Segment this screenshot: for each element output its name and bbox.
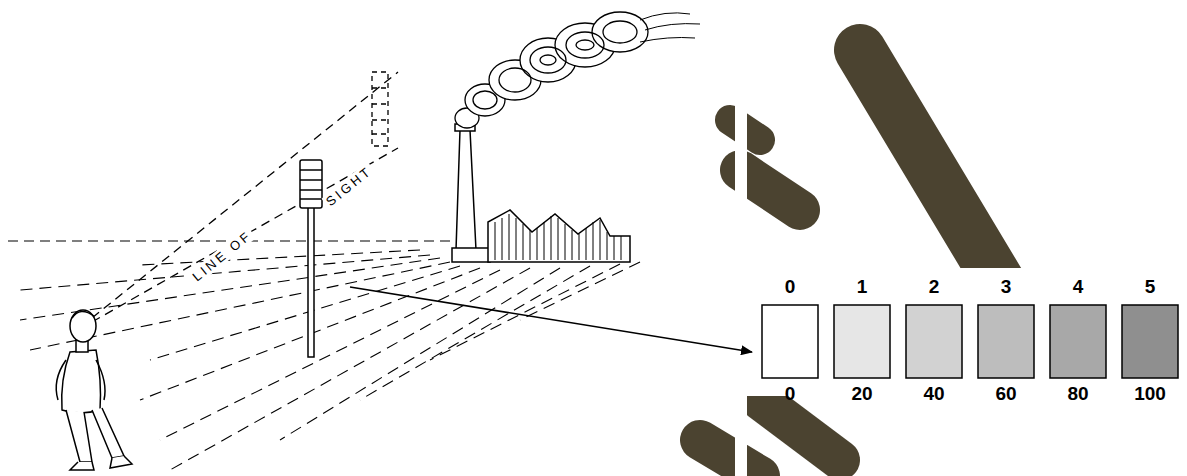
rung xyxy=(372,103,388,104)
hair xyxy=(72,311,94,318)
percent-label: 80 xyxy=(1067,383,1088,405)
ground-line xyxy=(520,262,640,320)
percent-label: 40 xyxy=(923,383,944,405)
rung xyxy=(300,189,322,191)
smokestack xyxy=(456,130,476,250)
shade-number: 3 xyxy=(1001,276,1012,298)
sight-label: LINE OF xyxy=(188,226,256,285)
ground-line xyxy=(160,270,500,440)
head xyxy=(70,310,96,342)
line-of-sight xyxy=(92,72,398,322)
shade-square xyxy=(978,305,1034,378)
mask xyxy=(735,0,747,476)
rung xyxy=(372,133,388,134)
shade-square xyxy=(1122,305,1178,378)
projected-chart-frame xyxy=(372,72,388,146)
rung xyxy=(372,87,388,88)
ground-line xyxy=(140,250,420,265)
rung xyxy=(300,198,322,200)
factory-building xyxy=(488,210,630,262)
percent-label: 0 xyxy=(785,383,796,405)
ground-line xyxy=(280,268,560,440)
chart-frame xyxy=(300,160,322,208)
shade-square xyxy=(906,305,962,378)
shade-number: 4 xyxy=(1073,276,1084,298)
chart-post xyxy=(300,160,322,357)
smoke-curl xyxy=(499,68,531,92)
bar xyxy=(860,50,1010,300)
shade-number: 2 xyxy=(929,276,940,298)
observer xyxy=(56,310,132,470)
shade-number: 5 xyxy=(1145,276,1156,298)
smoke-curl xyxy=(540,55,556,65)
torso xyxy=(62,350,101,413)
sight-line xyxy=(92,72,398,318)
smoke-curl xyxy=(530,47,566,73)
sight-label: SIGHT xyxy=(321,162,376,211)
bar xyxy=(760,400,840,460)
post xyxy=(308,205,314,357)
shade-number: 1 xyxy=(857,276,868,298)
ground-line xyxy=(360,266,590,400)
bar xyxy=(740,170,800,210)
bar xyxy=(700,440,760,476)
legs xyxy=(66,408,124,462)
ground-lines xyxy=(20,250,640,470)
percent-label: 60 xyxy=(995,383,1016,405)
shoes xyxy=(70,456,132,470)
sight-line xyxy=(92,148,398,322)
chart-panel xyxy=(735,268,1187,396)
smoke-curl xyxy=(473,91,497,109)
building-hatch xyxy=(495,214,621,260)
pointer-arrow xyxy=(350,287,752,352)
smoke-puff xyxy=(592,12,648,52)
smoke-curl xyxy=(566,32,604,58)
ground-line xyxy=(430,264,620,360)
percent-label: 20 xyxy=(851,383,872,405)
shade-square xyxy=(834,305,890,378)
rung xyxy=(300,179,322,181)
shade-number: 0 xyxy=(785,276,796,298)
shade-square xyxy=(1050,305,1106,378)
rung xyxy=(372,119,388,120)
projected-chart xyxy=(372,72,388,146)
percent-label: 100 xyxy=(1134,383,1166,405)
rung xyxy=(300,169,322,171)
ground-line xyxy=(170,268,530,470)
smoke-curl xyxy=(603,21,637,43)
arms xyxy=(56,360,105,400)
ground-line xyxy=(30,262,450,350)
shade-square xyxy=(762,305,818,378)
stack-base xyxy=(452,248,490,262)
smoke-plume xyxy=(455,12,700,128)
ringelmann-squares xyxy=(762,305,1178,378)
smoke-curl xyxy=(576,40,594,50)
smoke-wisp xyxy=(640,13,700,42)
factory xyxy=(452,124,630,262)
